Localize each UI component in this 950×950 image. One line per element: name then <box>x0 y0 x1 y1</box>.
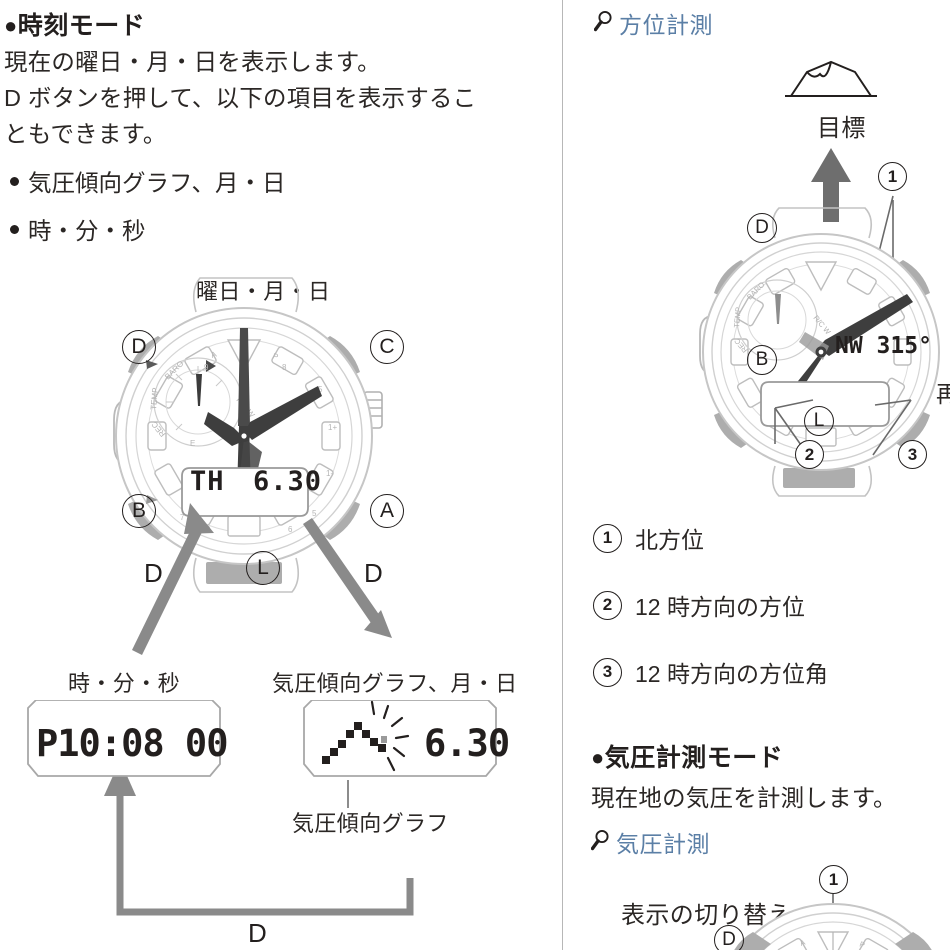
callout-number-2: 2 <box>795 440 824 469</box>
magnifier-icon <box>590 829 611 856</box>
svg-text:P: P <box>271 351 279 361</box>
button-circle-d-top-left[interactable]: D <box>122 330 156 364</box>
list-item: 2 12 時方向の方位 <box>593 588 805 622</box>
svg-text:5: 5 <box>318 385 323 394</box>
svg-text:6: 6 <box>288 525 293 534</box>
link-baro-measure[interactable]: 気圧計測 <box>590 825 710 859</box>
panel-caption-baro: 気圧傾向グラフ、月・日 <box>272 671 518 696</box>
heading-text: 気圧計測モード <box>604 744 784 772</box>
button-circle-d-bottom[interactable]: D <box>714 925 744 950</box>
compass-lcd-value: NW 315° <box>835 333 932 359</box>
bullet-dot-icon <box>10 176 19 186</box>
target-label: 目標 <box>817 115 866 142</box>
button-circle-a[interactable]: A <box>370 494 404 528</box>
bullet-dot-icon <box>10 224 19 234</box>
svg-text:R/C W: R/C W <box>811 314 833 337</box>
svg-text:E: E <box>190 439 195 448</box>
svg-text:P: P <box>858 939 866 949</box>
button-circle-d-compass[interactable]: D <box>747 213 777 243</box>
svg-text:REC: REC <box>150 420 168 439</box>
intro-line-3: ともできます。 <box>4 121 167 147</box>
svg-text:5: 5 <box>312 509 317 518</box>
button-circle-l-compass[interactable]: L <box>804 406 834 436</box>
intro-line-1: 現在の曜日・月・日を表示します。 <box>4 49 381 75</box>
callout-number-1-bottom: 1 <box>819 865 848 894</box>
column-divider <box>562 0 563 950</box>
link-direction-measure[interactable]: 方位計測 <box>593 6 713 40</box>
heading-text: 時刻モード <box>17 12 146 40</box>
button-circle-c[interactable]: C <box>370 330 404 364</box>
list-item-label: 12 時方向の方位 <box>635 594 805 620</box>
lcd-time-value: P10:08 00 <box>36 722 228 765</box>
list-item-label: 12 時方向の方位角 <box>635 661 828 687</box>
svg-text:BARO: BARO <box>745 280 767 302</box>
list-item-label: 北方位 <box>635 527 704 553</box>
baro-paragraph: 現在地の気圧を計測します。 <box>591 785 897 811</box>
svg-text:TEMP: TEMP <box>149 387 160 410</box>
callout-number-3: 3 <box>898 440 927 469</box>
magnifier-icon <box>593 10 614 37</box>
svg-text:1+: 1+ <box>328 423 337 432</box>
bottom-diagram-caption: 表示の切り替え <box>621 902 792 929</box>
list-item: 時・分・秒 <box>10 212 146 246</box>
heading-bullet-icon: ● <box>591 745 605 770</box>
arrow-label-d-right: D <box>364 558 383 588</box>
list-number-icon: 3 <box>593 657 622 687</box>
svg-text:9: 9 <box>204 363 209 372</box>
page-title: ●時刻モード <box>4 6 145 42</box>
watch-diagram-caption: 曜日・月・日 <box>196 279 331 304</box>
svg-text:REC: REC <box>732 336 749 354</box>
section-heading-baro: ●気圧計測モード <box>591 738 783 774</box>
left-column: ●時刻モード 現在の曜日・月・日を表示します。 D ボタンを押して、以下の項目を… <box>4 6 518 948</box>
button-circle-l[interactable]: L <box>246 551 280 585</box>
list-item: 1 北方位 <box>593 521 704 555</box>
link-label: 方位計測 <box>619 12 713 38</box>
svg-text:A: A <box>799 938 807 948</box>
list-item: 気圧傾向グラフ、月・日 <box>10 164 286 198</box>
list-number-icon: 1 <box>593 523 622 553</box>
arrow-label-d-left: D <box>144 558 163 588</box>
list-item-label: 時・分・秒 <box>28 218 146 244</box>
svg-text:TEMP: TEMP <box>732 307 743 329</box>
watch-lcd-day: TH <box>190 466 225 497</box>
heading-bullet-icon: ● <box>4 13 18 38</box>
callout-number-1: 1 <box>878 162 907 191</box>
svg-text:BARO: BARO <box>163 359 185 381</box>
button-circle-b-compass[interactable]: B <box>747 345 777 375</box>
watch-lcd-date: 6.30 <box>253 466 323 497</box>
lcd-baro-date: 6.30 <box>424 722 510 765</box>
arrow-label-d-bottom: D <box>248 918 267 948</box>
right-column: 方位計測 目標 1 <box>563 0 950 950</box>
list-item: 3 12 時方向の方位角 <box>593 655 828 689</box>
svg-text:8: 8 <box>282 363 287 372</box>
clipped-right-text: 再 <box>936 381 950 407</box>
time-mode-watch-diagram: BARO TEMP REC R/ <box>113 277 383 593</box>
list-item-label: 気圧傾向グラフ、月・日 <box>28 170 286 196</box>
panel-caption-time: 時・分・秒 <box>68 671 181 696</box>
svg-text:F: F <box>238 449 243 458</box>
link-label: 気圧計測 <box>616 831 710 857</box>
svg-text:7: 7 <box>180 513 185 522</box>
svg-text:9: 9 <box>206 525 211 534</box>
list-number-icon: 2 <box>593 590 622 620</box>
button-circle-b[interactable]: B <box>122 494 156 528</box>
svg-text:R/C W: R/C W <box>234 396 256 420</box>
svg-text:1-: 1- <box>326 469 333 478</box>
svg-text:A: A <box>210 349 219 360</box>
intro-line-2: D ボタンを押して、以下の項目を表示するこ <box>4 85 477 111</box>
baro-graph-sub-caption: 気圧傾向グラフ <box>292 811 449 836</box>
